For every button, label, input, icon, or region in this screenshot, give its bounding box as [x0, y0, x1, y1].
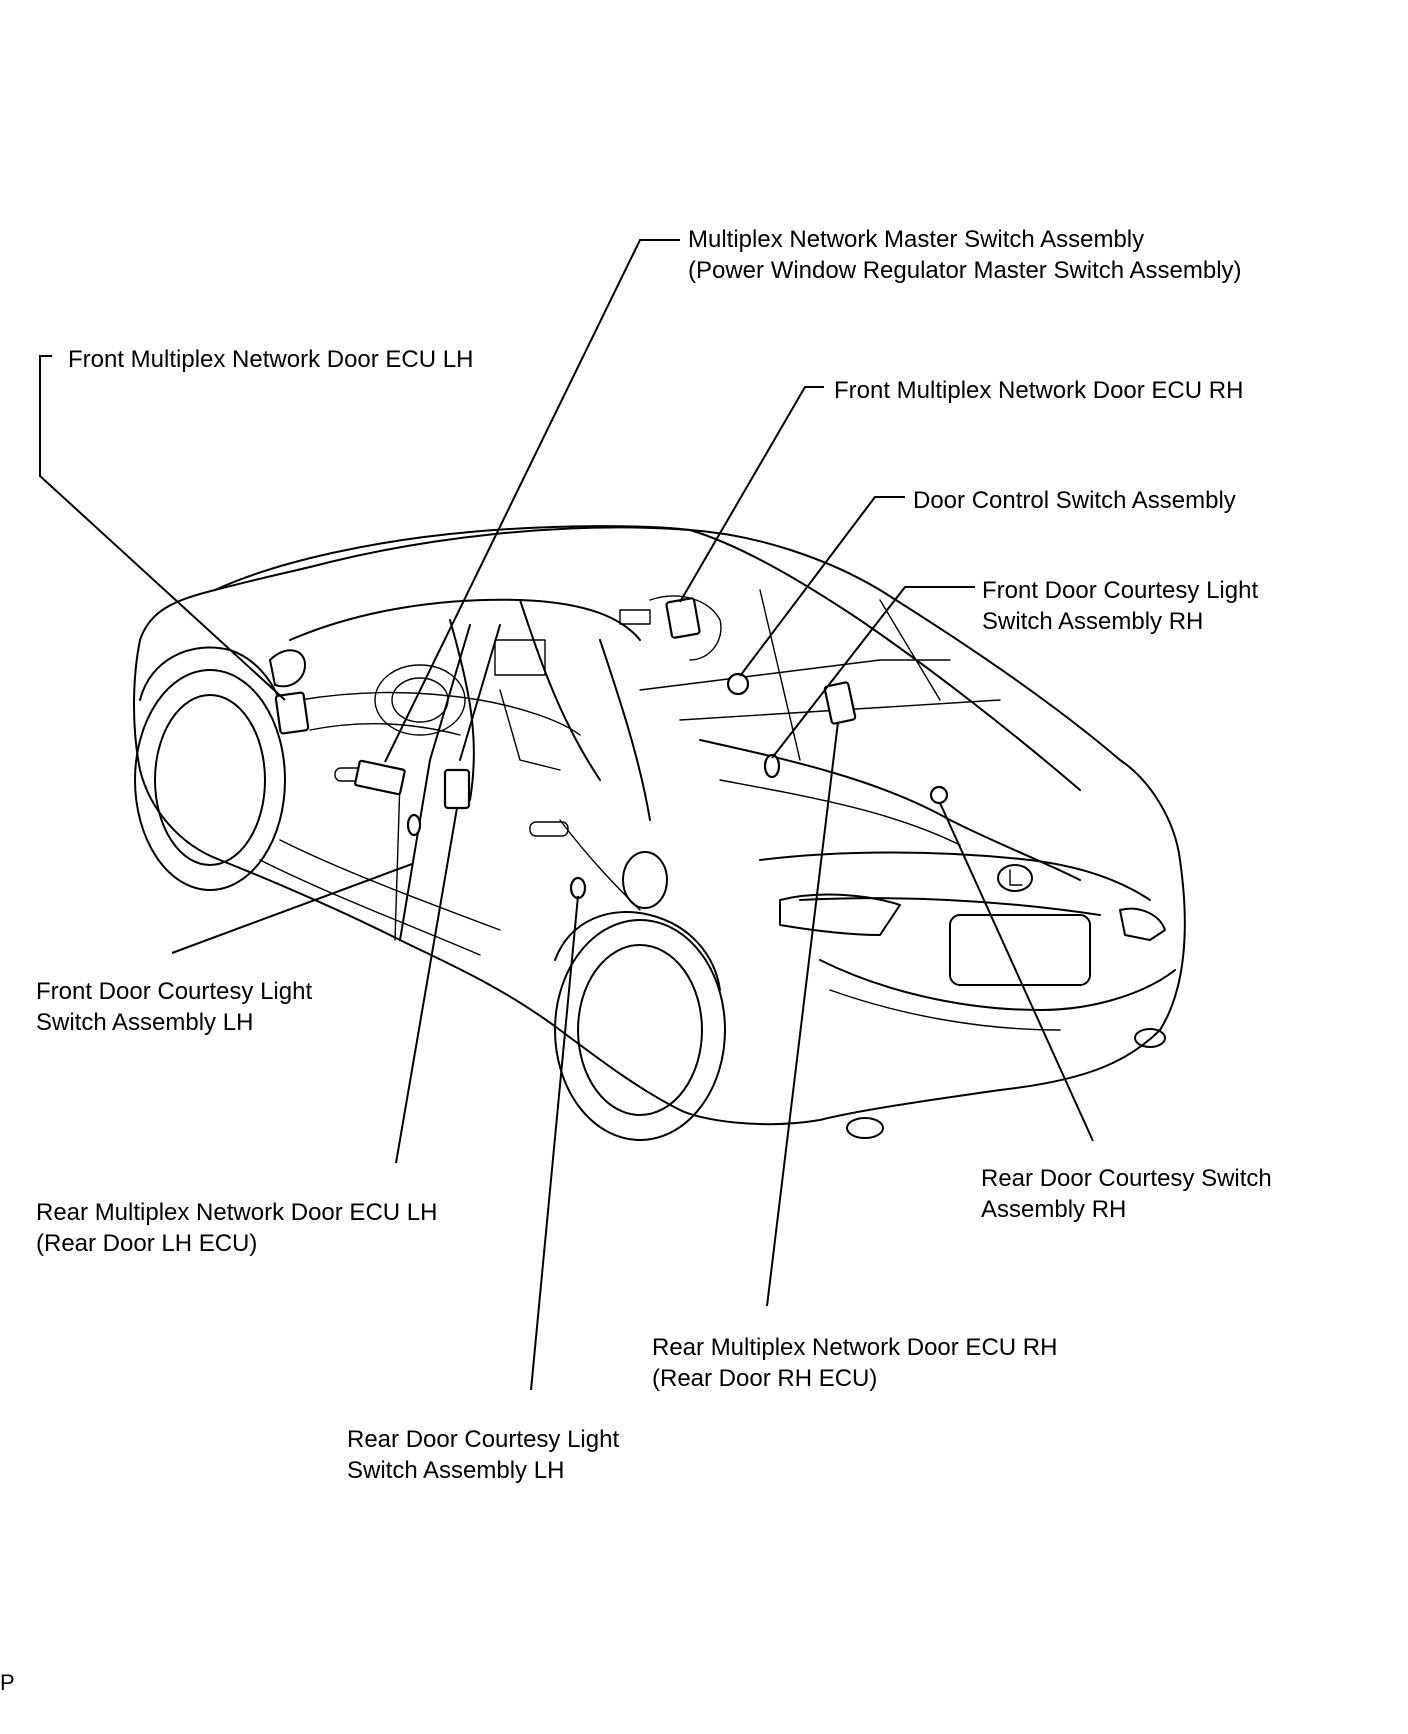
- label-rear-ecu-lh: Rear Multiplex Network Door ECU LH (Rear…: [36, 1197, 437, 1259]
- front-ecu-lh-part: [274, 691, 310, 735]
- front-courtesy-rh-part: [763, 753, 781, 779]
- front-ecu-rh-part: [665, 597, 701, 639]
- leader-front-courtesy-lh: [171, 863, 413, 954]
- label-front-courtesy-rh: Front Door Courtesy Light Switch Assembl…: [982, 575, 1258, 637]
- label-master-switch-line1: Multiplex Network Master Switch Assembly: [688, 226, 1145, 253]
- label-door-control-switch: Door Control Switch Assembly: [913, 485, 1236, 516]
- label-rear-ecu-lh-line1: Rear Multiplex Network Door ECU LH: [36, 1199, 438, 1226]
- label-front-ecu-rh-line1: Front Multiplex Network Door ECU RH: [834, 377, 1244, 404]
- leader-rear-ecu-lh: [395, 807, 458, 1164]
- leader-front-ecu-lh: [39, 355, 286, 701]
- label-rear-courtesy-lh-line2: Switch Assembly LH: [347, 1457, 565, 1484]
- label-rear-courtesy-rh-line2: Assembly RH: [981, 1196, 1127, 1223]
- corner-code: P: [0, 1670, 15, 1695]
- leader-rear-courtesy-rh: [939, 802, 1094, 1142]
- label-rear-ecu-rh-line1: Rear Multiplex Network Door ECU RH: [652, 1334, 1058, 1361]
- rear-courtesy-rh-part: [929, 785, 949, 805]
- label-rear-ecu-lh-line2: (Rear Door LH ECU): [36, 1230, 258, 1257]
- label-rear-courtesy-lh-line1: Rear Door Courtesy Light: [347, 1426, 620, 1453]
- rear-courtesy-lh-part: [569, 876, 587, 900]
- label-master-switch-line2: (Power Window Regulator Master Switch As…: [688, 257, 1242, 284]
- label-rear-courtesy-rh: Rear Door Courtesy Switch Assembly RH: [981, 1163, 1272, 1225]
- rear-ecu-rh-part: [823, 681, 857, 725]
- label-front-ecu-lh-line1: Front Multiplex Network Door ECU LH: [68, 346, 474, 373]
- leader-front-ecu-rh: [679, 386, 824, 603]
- leader-rear-courtesy-lh: [530, 895, 579, 1391]
- label-rear-courtesy-lh: Rear Door Courtesy Light Switch Assembly…: [347, 1424, 619, 1486]
- label-front-ecu-lh: Front Multiplex Network Door ECU LH: [68, 344, 473, 375]
- rear-ecu-lh-part: [443, 768, 471, 810]
- label-master-switch: Multiplex Network Master Switch Assembly…: [688, 224, 1242, 286]
- front-courtesy-lh-part: [406, 813, 422, 837]
- label-front-courtesy-rh-line1: Front Door Courtesy Light: [982, 577, 1259, 604]
- master-switch-part: [354, 759, 406, 796]
- leader-front-courtesy-rh: [771, 586, 975, 759]
- label-front-courtesy-lh-line2: Switch Assembly LH: [36, 1009, 254, 1036]
- label-front-courtesy-lh: Front Door Courtesy Light Switch Assembl…: [36, 976, 312, 1038]
- leader-lines: [39, 239, 1094, 1391]
- label-rear-ecu-rh: Rear Multiplex Network Door ECU RH (Rear…: [652, 1332, 1057, 1394]
- leader-master-switch: [384, 239, 680, 763]
- component-markers: [274, 597, 949, 900]
- door-control-switch-part: [726, 672, 750, 696]
- label-rear-courtesy-rh-line1: Rear Door Courtesy Switch: [981, 1165, 1272, 1192]
- label-rear-ecu-rh-line2: (Rear Door RH ECU): [652, 1365, 878, 1392]
- label-door-control-switch-line1: Door Control Switch Assembly: [913, 487, 1236, 514]
- leader-rear-ecu-rh: [766, 721, 839, 1307]
- label-front-ecu-rh: Front Multiplex Network Door ECU RH: [834, 375, 1243, 406]
- leader-door-control: [739, 496, 905, 677]
- label-front-courtesy-rh-line2: Switch Assembly RH: [982, 608, 1204, 635]
- label-front-courtesy-lh-line1: Front Door Courtesy Light: [36, 978, 313, 1005]
